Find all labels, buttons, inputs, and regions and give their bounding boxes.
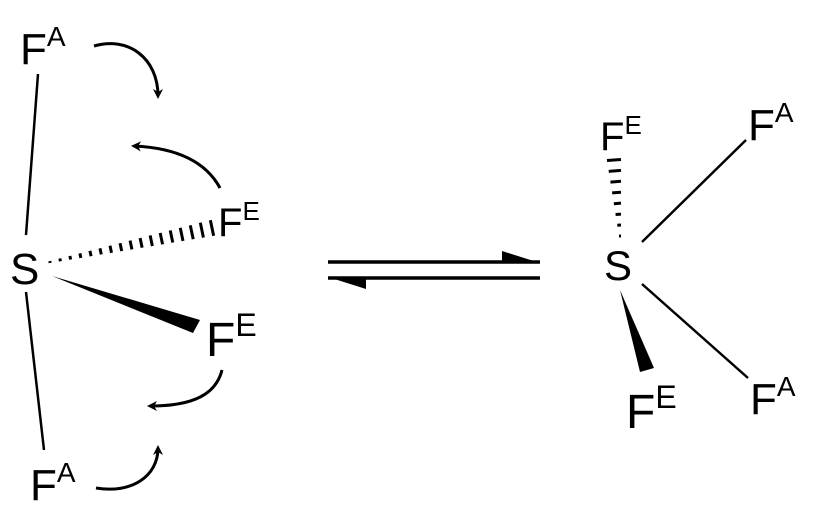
curved-arrow-icon (147, 369, 224, 411)
hash-stroke (610, 179, 622, 184)
hash-stroke (78, 253, 83, 259)
right-atom-fe-hashed: FE (600, 110, 642, 159)
hash-stroke (606, 157, 622, 163)
hash-stroke (68, 255, 73, 260)
hash-stroke (58, 258, 62, 262)
left-bond-s-fa-top (24, 73, 40, 236)
reverse-arrow-barb (328, 277, 366, 289)
right-atom-fe-wedge: FE (626, 379, 677, 439)
hash-stroke (198, 222, 205, 238)
left-bond-s-fe-wedge (52, 276, 200, 333)
hash-stroke (148, 235, 154, 247)
hash-stroke (118, 242, 124, 252)
curved-arrow-icon (93, 42, 163, 99)
equilibrium-arrow (328, 251, 540, 289)
hash-stroke (168, 230, 175, 243)
hash-stroke (208, 219, 216, 237)
right-bond-s-fa-top (641, 139, 747, 243)
left-bond-s-fa-bottom (24, 291, 46, 451)
right-bond-s-fa-bottom (641, 283, 749, 379)
forward-arrow-barb (502, 251, 540, 263)
hash-stroke (88, 250, 93, 257)
right-atom-fa-bottom: FA (750, 371, 796, 424)
left-central-atom: S (10, 245, 39, 294)
right-atom-fa-top: FA (748, 97, 794, 150)
hash-stroke (608, 168, 622, 173)
right-bond-s-fe-wedge (620, 290, 654, 372)
right-bond-s-fe-hashed (606, 157, 622, 238)
left-atom-fe-wedge: FE (206, 307, 257, 367)
hash-stroke (98, 247, 103, 255)
hash-stroke (158, 232, 165, 245)
hash-stroke (613, 201, 622, 206)
right-molecule: S FE FA FE FA (600, 97, 796, 439)
left-atom-fe-hashed: FE (218, 196, 260, 245)
left-atom-fa-top: FA (20, 21, 66, 74)
hash-stroke (188, 224, 195, 240)
hash-stroke (612, 190, 622, 195)
left-molecule: S FA FE FE FA (10, 21, 260, 510)
hash-stroke (138, 237, 144, 249)
hash-stroke (108, 245, 113, 254)
hash-stroke (128, 240, 134, 250)
left-atom-fa-bottom: FA (30, 457, 76, 510)
hash-stroke (178, 227, 185, 242)
right-central-atom: S (604, 242, 632, 289)
left-bond-s-fe-hashed (48, 219, 216, 264)
curved-arrow-icon (131, 141, 222, 189)
curved-arrow-icon (95, 445, 163, 491)
